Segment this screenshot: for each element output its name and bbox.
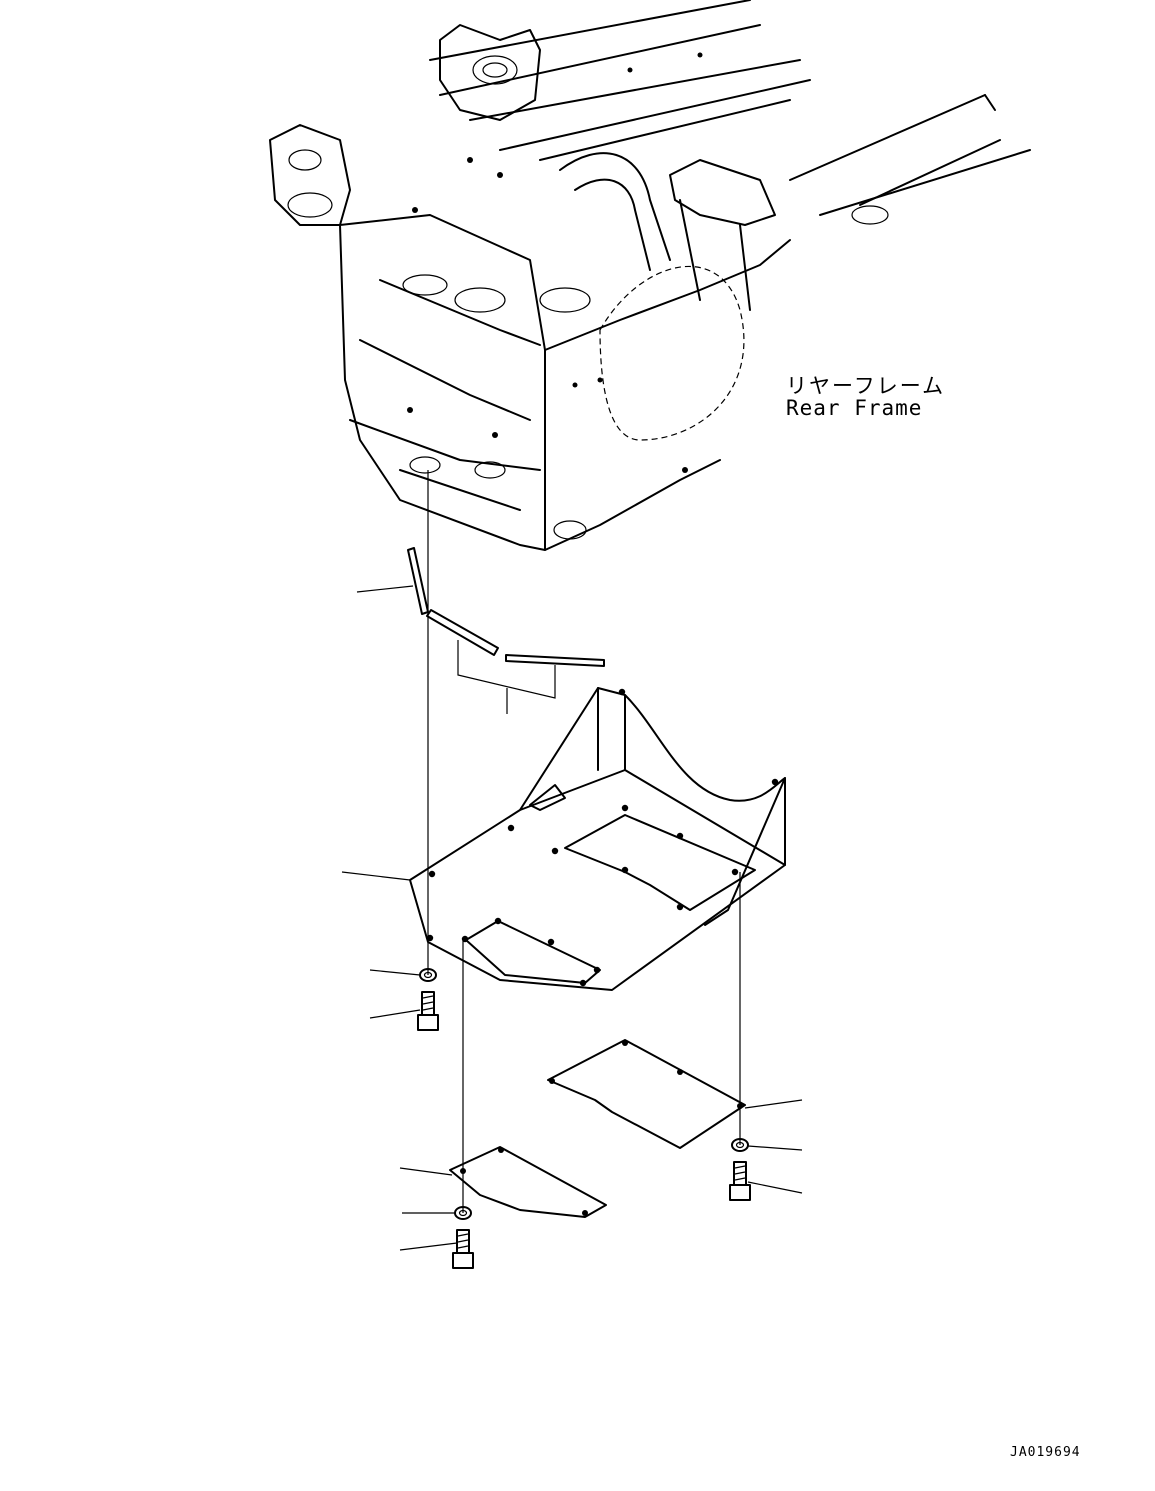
drawing-id: JA019694 <box>1010 1445 1081 1460</box>
fasteners <box>417 968 751 1269</box>
rear-frame-label-jp: リヤーフレーム <box>786 374 946 398</box>
seal-strips <box>407 547 605 699</box>
rear-frame-label-en: Rear Frame <box>786 396 923 420</box>
main-under-cover <box>409 687 786 991</box>
alignment-lines <box>427 470 741 1213</box>
right-cover-plate <box>547 1039 746 1149</box>
rear-frame <box>269 0 1031 551</box>
leader-lines <box>341 585 803 1251</box>
left-cover-plate <box>449 1146 607 1218</box>
